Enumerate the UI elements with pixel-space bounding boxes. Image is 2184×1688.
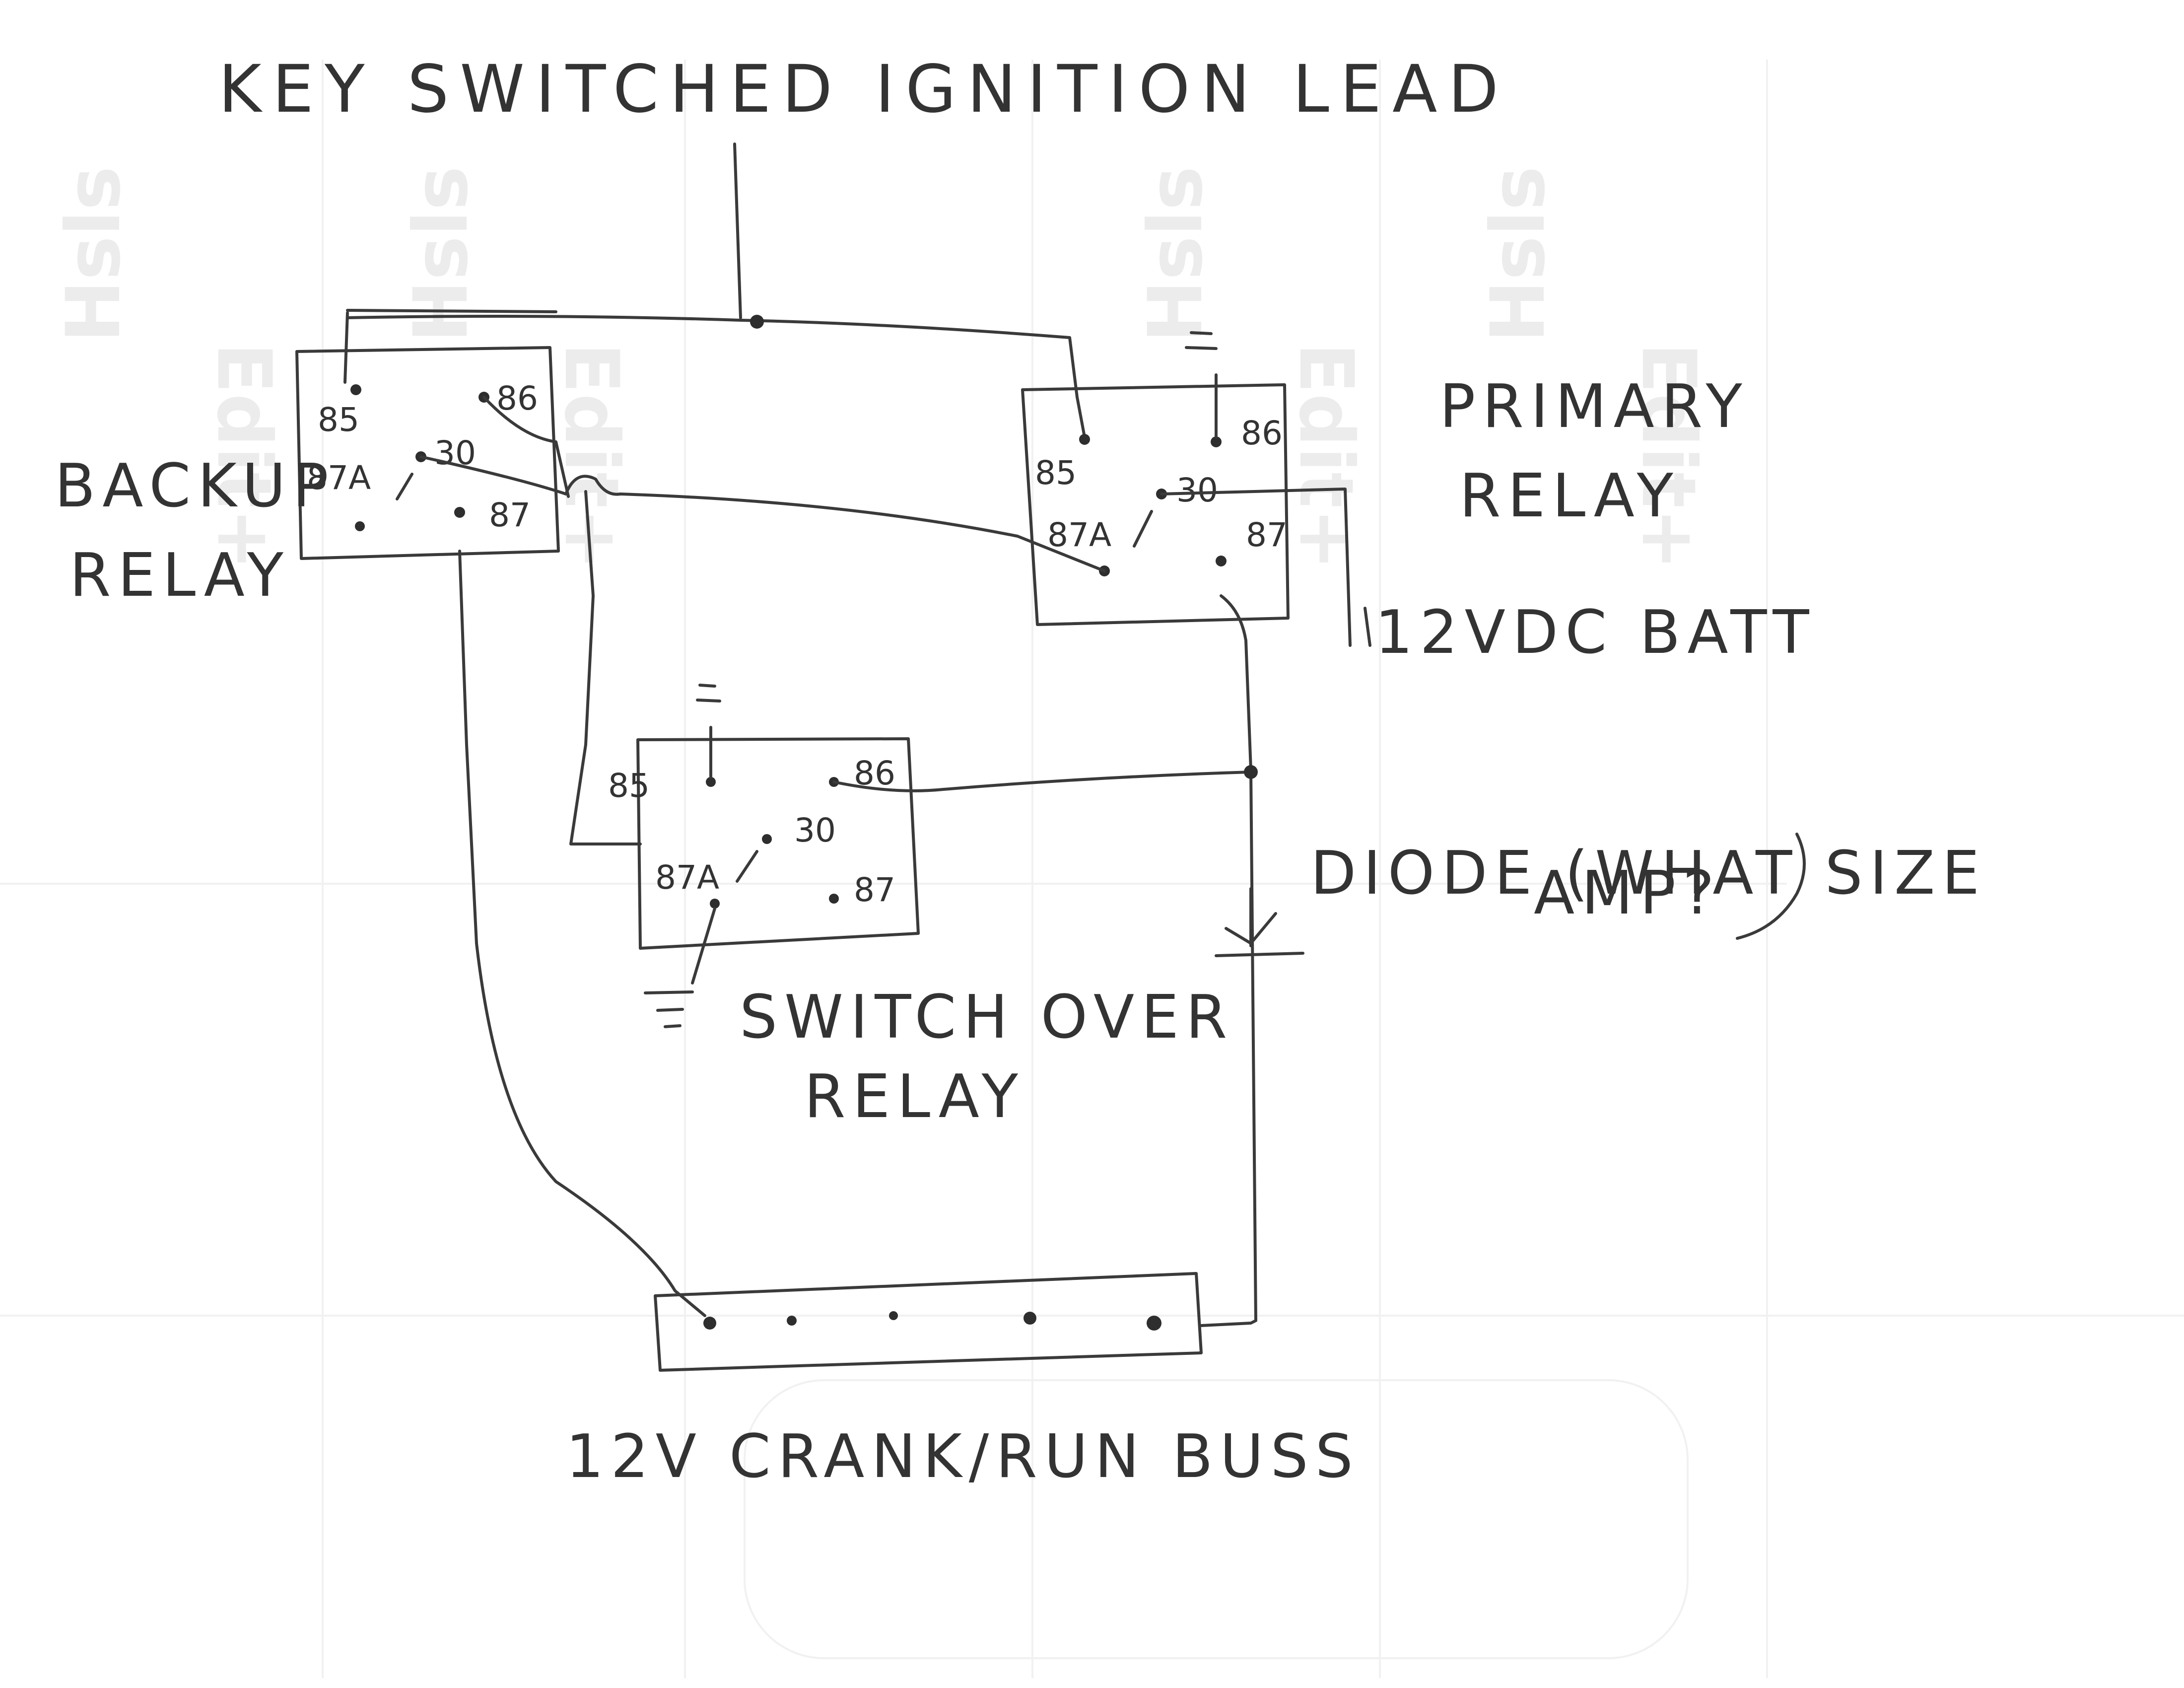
terminal-87a — [355, 521, 365, 531]
backup-relay-label: RELAY — [69, 541, 290, 610]
ignition-wires — [343, 142, 1086, 438]
ground-symbol — [644, 907, 716, 1028]
terminal-85 — [706, 777, 716, 787]
ground-symbol — [1185, 331, 1218, 438]
pin-30-label: 30 — [794, 811, 836, 849]
terminal-87 — [454, 507, 465, 518]
terminal-85 — [350, 384, 361, 395]
contact-arm — [396, 473, 413, 500]
diode-symbol — [1215, 833, 1806, 957]
pin-87-label: 87 — [854, 871, 895, 909]
terminal-87 — [1216, 556, 1227, 566]
pin-85-label: 85 — [608, 767, 650, 805]
backup-relay-label: BACKUP — [55, 452, 336, 521]
switch-over-relay-label: RELAY — [804, 1062, 1025, 1131]
pin-87a-label: 87A — [655, 858, 719, 897]
watermark-word: Hsls — [1475, 166, 1562, 343]
terminal-85 — [1079, 434, 1090, 445]
switch-over-relay: 85 86 30 87A 87 — [608, 737, 920, 950]
pin-87a-label: 87A — [307, 459, 371, 497]
ignition-junction — [750, 315, 764, 329]
pin-87-label: 87 — [489, 496, 531, 534]
pin-85-label: 85 — [318, 401, 359, 439]
watermark-word: Edit+ — [1283, 343, 1369, 570]
diode-label: DIODE (WHAT SIZE — [1310, 839, 1986, 908]
watermark-word: Edit+ — [201, 343, 287, 570]
watermark-word: Edit+ — [1625, 343, 1711, 570]
pin-87a-label: 87A — [1047, 516, 1111, 554]
terminal-86 — [1211, 436, 1222, 447]
bus-terminal — [787, 1316, 797, 1326]
terminal-87a — [710, 899, 720, 909]
pin-85-label: 85 — [1035, 454, 1077, 492]
battery-label: 12VDC BATT — [1375, 598, 1816, 667]
watermark-word: Hsls — [51, 166, 137, 343]
terminal-30 — [762, 834, 772, 844]
terminal-87 — [829, 894, 839, 904]
primary-relay: 85 86 30 87A 87 — [1021, 383, 1290, 626]
contact-arm — [1133, 510, 1153, 548]
ignition-lead-label: KEY SWITCHED IGNITION LEAD — [218, 51, 1509, 128]
bus-terminal — [889, 1311, 898, 1320]
switch-over-relay-label: SWITCH OVER — [740, 983, 1234, 1052]
bus-terminal — [703, 1317, 716, 1330]
primary-relay-label: PRIMARY — [1439, 372, 1749, 441]
pin-30-label: 30 — [434, 434, 476, 472]
pin-86-label: 86 — [496, 379, 538, 418]
watermark-word: Hsls — [1133, 166, 1219, 343]
bus-terminal — [1147, 1316, 1161, 1331]
bus-terminal — [1024, 1312, 1036, 1325]
wire-junction — [1244, 765, 1258, 779]
bus-label: 12V CRANK/RUN BUSS — [566, 1422, 1360, 1491]
backup-relay: 85 86 30 87A 87 — [295, 346, 560, 560]
ground-symbol — [696, 684, 721, 778]
diode-label: AMP? — [1534, 859, 1721, 928]
pin-30-label: 30 — [1176, 471, 1218, 509]
contact-arm — [736, 850, 758, 883]
crank-run-bus-bar — [654, 1272, 1203, 1372]
watermark-word: Edit+ — [548, 343, 634, 570]
pin-87-label: 87 — [1246, 516, 1288, 554]
pin-86-label: 86 — [1241, 414, 1283, 452]
relay-interconnect-wires — [419, 396, 1371, 1327]
primary-relay-label: RELAY — [1459, 462, 1680, 531]
background-watermark: Hsls Edit+ Hsls Edit+ Hsls Edit+ Hsls Ed… — [0, 60, 2184, 1678]
watermark-word: Hsls — [398, 166, 484, 343]
